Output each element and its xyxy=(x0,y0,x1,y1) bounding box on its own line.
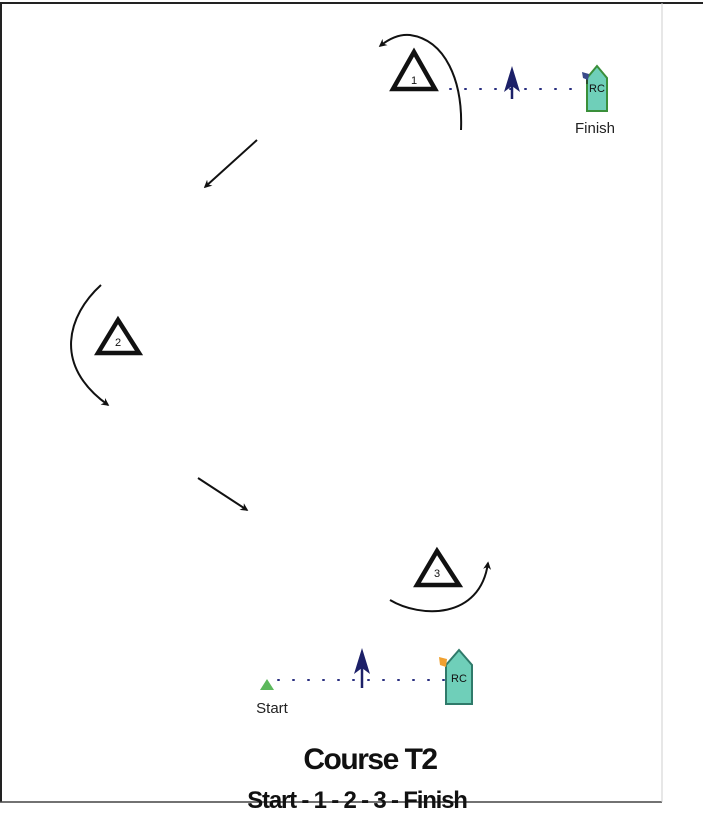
triangle-mark-icon xyxy=(94,315,144,356)
mark-2-number: 2 xyxy=(115,337,121,349)
mark-1: 1 xyxy=(389,47,439,92)
start-rc-boat: RC xyxy=(439,648,473,705)
course-title: Course T2 xyxy=(303,743,437,776)
course-arrow-icon xyxy=(197,477,249,511)
finish-rc-boat: RC xyxy=(582,64,608,112)
start-pin-icon xyxy=(260,679,274,690)
course-sequence: Start - 1 - 2 - 3 - Finish xyxy=(247,787,467,814)
course-arrow-icon xyxy=(378,33,463,131)
triangle-mark-icon xyxy=(413,546,464,588)
mark-2: 2 xyxy=(94,315,144,356)
course-arrow-icon xyxy=(203,139,258,189)
triangle-mark-icon xyxy=(389,47,439,92)
finish-label: Finish xyxy=(575,120,615,137)
course-arrow-icon xyxy=(389,561,492,613)
rc-boat-icon xyxy=(445,648,473,705)
mark-3: 3 xyxy=(413,546,464,588)
rc-boat-icon xyxy=(586,64,608,112)
start-wind-arrow xyxy=(354,648,370,688)
flag-icon xyxy=(439,657,447,667)
start-label: Start xyxy=(256,700,289,717)
wind-arrow-icon xyxy=(354,648,370,674)
finish-rc-label: RC xyxy=(589,83,605,95)
start-rc-label: RC xyxy=(451,673,467,685)
finish-wind-arrow xyxy=(504,66,520,99)
flag-icon xyxy=(582,72,589,80)
course-arrow-icon xyxy=(70,284,110,406)
wind-arrow-icon xyxy=(504,66,520,92)
mark-3-number: 3 xyxy=(434,568,440,580)
mark-1-number: 1 xyxy=(411,75,417,87)
